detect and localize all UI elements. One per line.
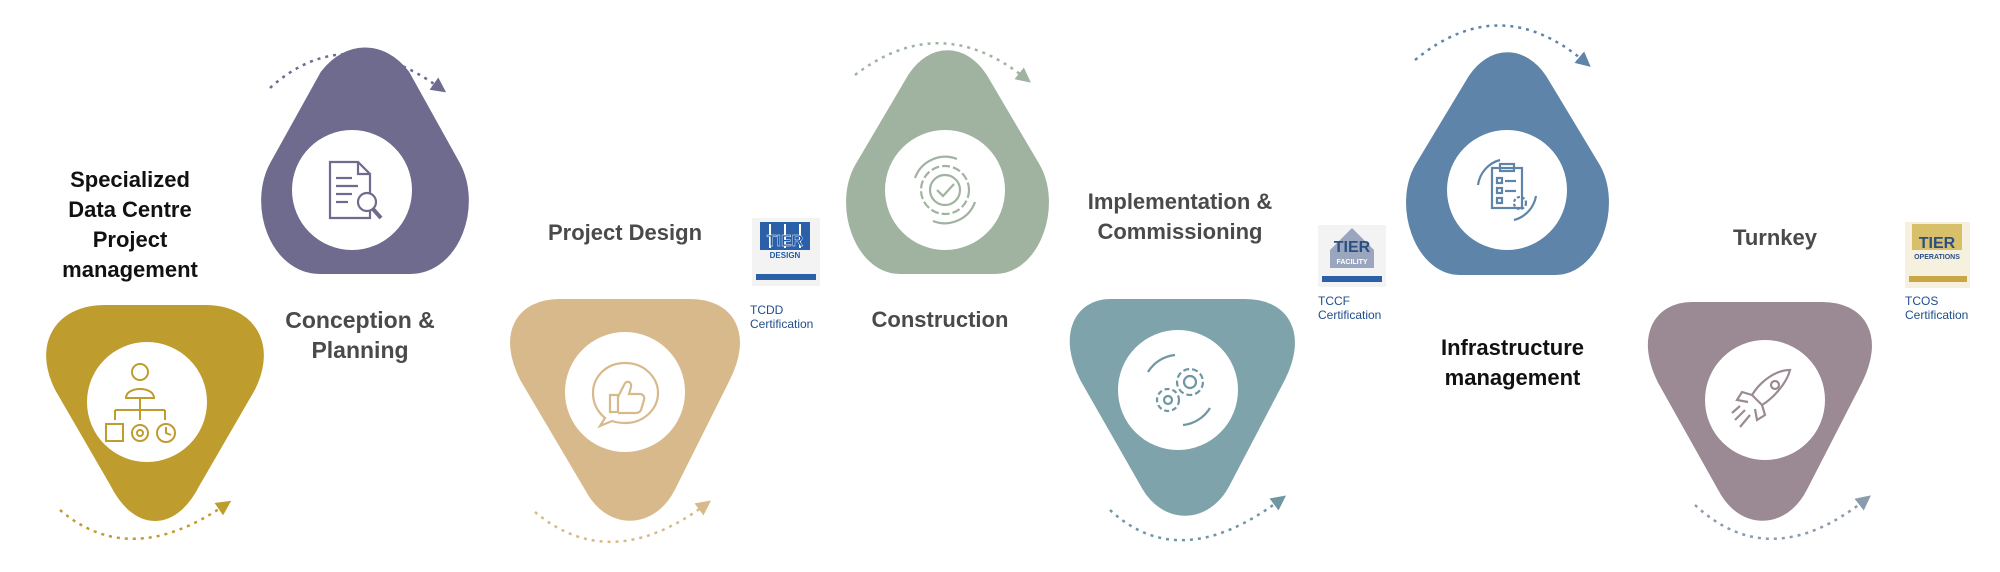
tcos-code: TCOS [1905, 294, 1939, 308]
arrow-7 [1694, 495, 1871, 541]
document-search-icon [328, 160, 383, 220]
step-1-shape [46, 305, 264, 521]
tccf-certification-label: Certification [1318, 308, 1382, 322]
tier-operations-subtitle: OPERATIONS [1914, 254, 1960, 261]
step-7-label: Turnkey [1733, 225, 1817, 250]
tier-design-title: TIER [767, 233, 804, 250]
step-1-label: Specialized Data Centre Project manageme… [62, 167, 198, 282]
tier-design-subtitle: DESIGN [770, 251, 801, 260]
tccf-code: TCCF [1318, 294, 1350, 308]
tcdd-code: TCDD [750, 303, 784, 317]
arrow-1 [59, 500, 232, 540]
step-5-label: Implementation & Commissioning [1087, 189, 1273, 244]
thumbs-up-icon [591, 361, 660, 429]
tier-operations-title: TIER [1919, 235, 1956, 252]
step-2-label: Conception & Planning [285, 307, 435, 363]
gears-icon [1147, 353, 1211, 427]
tier-facility-title: TIER [1334, 239, 1371, 256]
step-2-shape [261, 47, 469, 274]
step-4-label: Construction [871, 307, 1009, 332]
arrow-6 [1414, 24, 1591, 67]
step-6-label: Infrastructure management [1440, 335, 1585, 390]
step-4-shape [846, 50, 1049, 274]
step-7-shape [1648, 302, 1872, 521]
step-6-shape [1406, 52, 1609, 275]
tier-facility-subtitle: FACILITY [1336, 259, 1367, 266]
tier-design-badge: TIER DESIGN [752, 218, 820, 286]
tcos-certification-label: Certification [1905, 308, 1969, 322]
org-chart-icon [105, 363, 176, 443]
step-5-shape [1069, 299, 1295, 516]
rocket-icon [1731, 368, 1792, 428]
arrow-4 [854, 42, 1031, 83]
step-3-label: Project Design [547, 220, 703, 245]
tcdd-certification-label: Certification [750, 317, 814, 331]
gear-check-icon [913, 155, 977, 225]
tier-operations-badge: TIER OPERATIONS [1905, 222, 1970, 288]
step-3-shape [510, 299, 740, 521]
tcos-caption: TCOS Certification [1905, 294, 1985, 322]
tier-facility-badge: TIER FACILITY [1318, 225, 1386, 287]
tccf-caption: TCCF Certification [1318, 294, 1398, 322]
tcdd-caption: TCDD Certification [750, 303, 830, 331]
arrow-2 [269, 52, 447, 93]
clipboard-cycle-icon [1476, 158, 1538, 222]
